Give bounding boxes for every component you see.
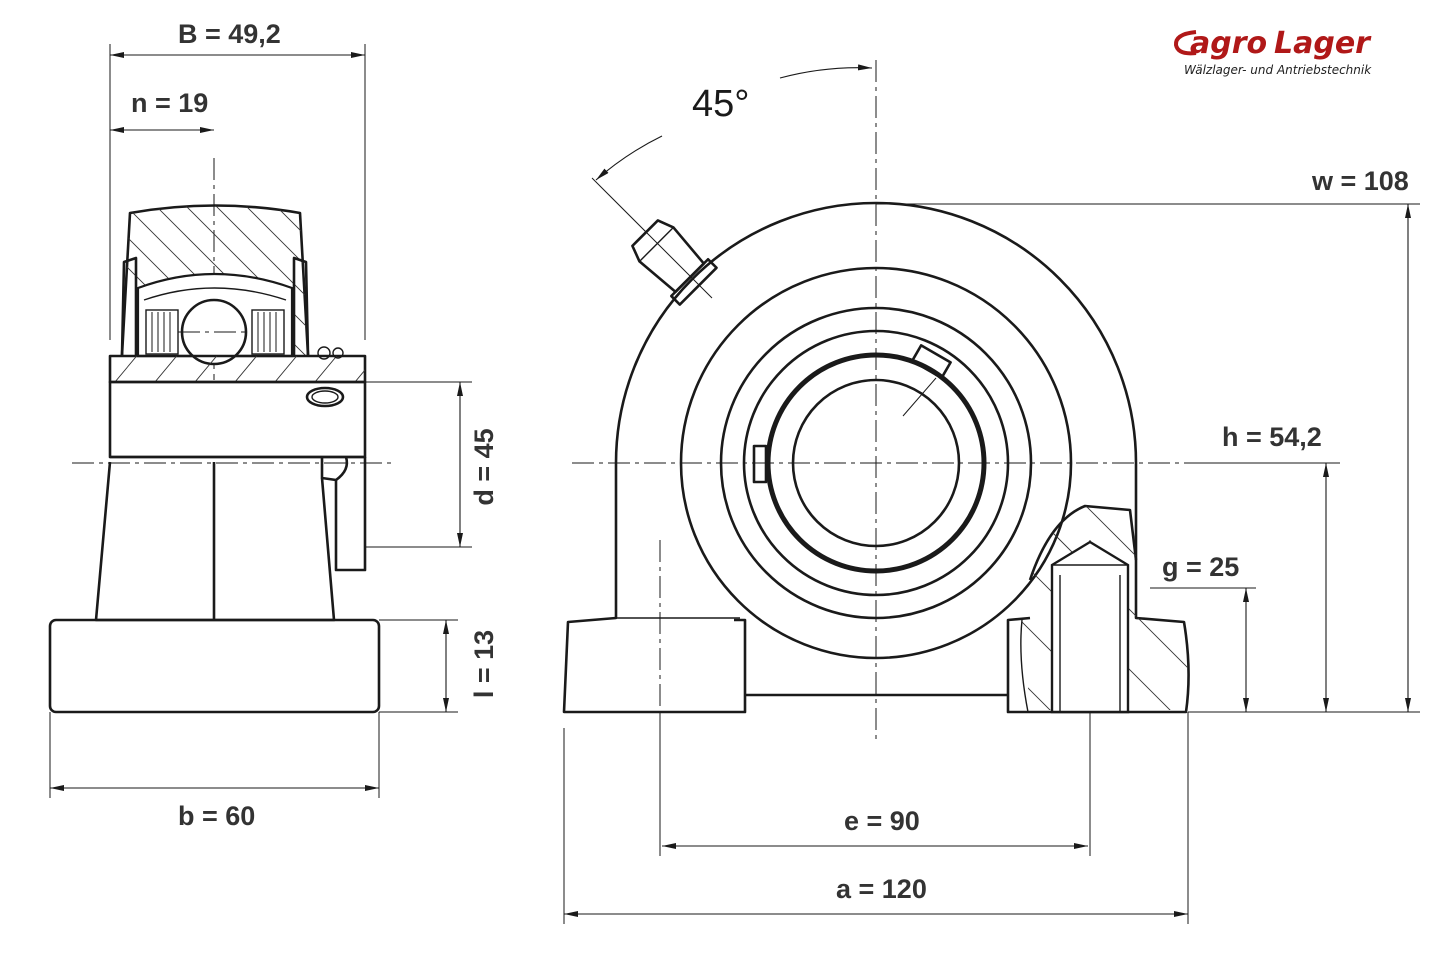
grub-screw-hole [305, 386, 345, 408]
dim-label-a: a = 120 [836, 874, 927, 904]
mounting-bolt [1050, 540, 1130, 714]
dim-label-w: w = 108 [1311, 166, 1409, 196]
dim-label-l: l = 13 [469, 630, 499, 698]
side-view [48, 158, 395, 714]
base-plate [48, 618, 381, 714]
lock-screw [320, 456, 349, 482]
bearing-inner-ring [765, 352, 987, 574]
lock-key [752, 444, 768, 484]
dim-label-d: d = 45 [469, 428, 499, 505]
dim-label-g: g = 25 [1162, 552, 1239, 582]
plate-hatching [114, 356, 365, 382]
section-top [1028, 504, 1138, 581]
logo-tagline: Wälzlager- und Antriebstechnik [1184, 63, 1372, 77]
dim-label-n: n = 19 [131, 88, 208, 118]
set-screw [910, 344, 952, 380]
bearing-ring-1 [719, 306, 1033, 620]
housing-outline [614, 201, 1190, 714]
dim-label-B: B = 49,2 [178, 19, 281, 49]
agrolager-logo: agro Lager Wälzlager- und Antriebstechni… [1173, 26, 1372, 77]
side-view-dimensions: B = 49,2 n = 19 d = 45 l = 13 b = 60 [49, 19, 499, 831]
housing-left-foot [562, 463, 747, 714]
cap-right-wall [292, 256, 310, 356]
dim-label-b: b = 60 [178, 801, 255, 831]
bearing-outer-circle [679, 266, 1073, 660]
logo-brand-lager: Lager [1274, 26, 1372, 61]
logo-brand-agro: agro [1190, 26, 1267, 61]
bearing-raceway [143, 287, 287, 301]
cap-left-wall [120, 256, 138, 356]
front-view [562, 60, 1190, 740]
bearing-ring-2 [742, 329, 1010, 597]
inner-ring-plate [108, 354, 367, 384]
dim-label-e: e = 90 [844, 806, 920, 836]
flange-side [334, 457, 367, 572]
grease-nipple [631, 219, 718, 306]
housing-body [108, 380, 367, 459]
bore [791, 378, 961, 548]
front-view-dimensions: 45° w = 108 h = 54,2 g = 25 e = 90 a = 1… [563, 64, 1420, 924]
dim-label-angle: 45° [692, 83, 749, 125]
seal-right [251, 309, 285, 355]
dim-label-h: h = 54,2 [1222, 422, 1322, 452]
